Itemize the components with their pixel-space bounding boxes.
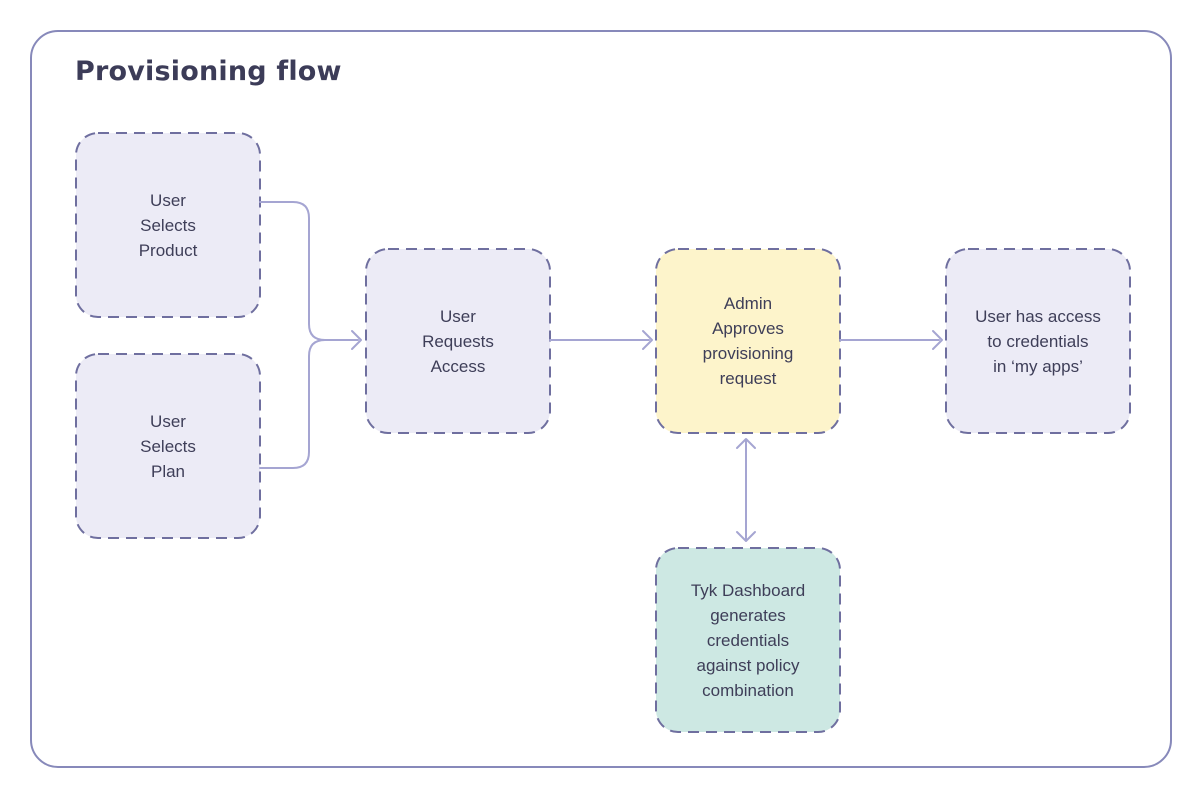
node-label: User Selects Product	[138, 190, 198, 260]
node-box-tyk-dashboard	[655, 547, 841, 733]
node-label: User Selects Plan	[140, 411, 196, 481]
node-admin-approves: Admin Approves provisioning request	[656, 249, 840, 433]
node-label: Tyk Dashboard generates credentials agai…	[690, 580, 806, 700]
node-box-user-has-access	[945, 248, 1131, 434]
arrowhead-into-requests-icon	[351, 330, 362, 350]
diagram-frame	[30, 30, 1172, 768]
node-label: User Requests Access	[422, 306, 494, 376]
connector-plan-to-requests	[259, 339, 326, 469]
diagram-title: Provisioning flow	[75, 56, 342, 87]
node-label: User has access to credentials in ‘my ap…	[975, 306, 1101, 376]
node-user-selects-product: User Selects Product	[76, 133, 260, 317]
node-tyk-dashboard: Tyk Dashboard generates credentials agai…	[656, 548, 840, 732]
arrowhead-into-admin-icon	[642, 330, 653, 350]
node-user-requests-access: User Requests Access	[366, 249, 550, 433]
connector-product-to-requests	[259, 201, 359, 341]
arrowhead-down-icon	[736, 531, 756, 542]
node-box-user-selects-product	[75, 132, 261, 318]
node-label: Admin Approves provisioning request	[702, 294, 794, 388]
arrowhead-into-access-icon	[932, 330, 943, 350]
node-user-selects-plan: User Selects Plan	[76, 354, 260, 538]
node-user-has-access: User has access to credentials in ‘my ap…	[946, 249, 1130, 433]
arrowhead-up-icon	[736, 438, 756, 449]
node-box-user-selects-plan	[75, 353, 261, 539]
